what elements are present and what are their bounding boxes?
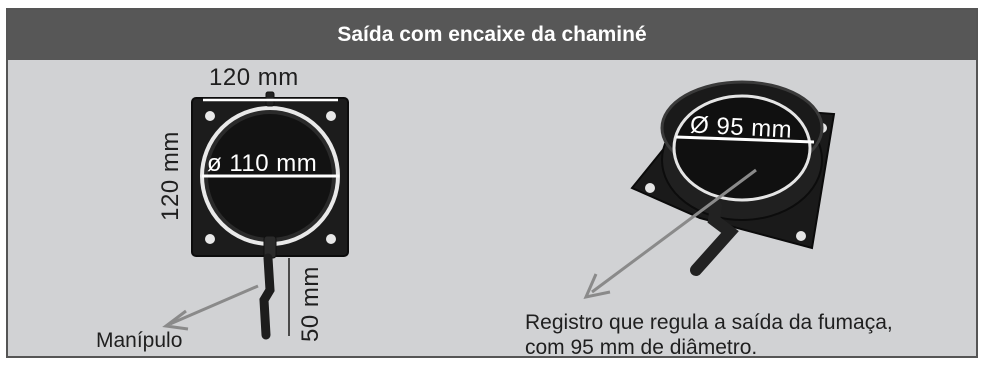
handle-length-label: 50 mm (297, 266, 324, 342)
top-rule (0, 0, 984, 8)
right-chimney-damper (583, 80, 836, 300)
damper-caption-line2: com 95 mm de diâmetro. (525, 336, 758, 359)
width-dimension-label: 120 mm (209, 64, 299, 91)
damper-diameter-label: Ø 95 mm (689, 111, 793, 144)
diameter-label: ø 110 mm (207, 150, 318, 177)
panel-title: Saída com encaixe da chaminé (8, 10, 976, 60)
damper-caption-line1: Registro que regula a saída da fumaça, (525, 311, 893, 334)
info-panel: Saída com encaixe da chaminé (6, 8, 978, 358)
height-dimension-label: 120 mm (157, 131, 184, 221)
handle-caption: Manípulo (96, 329, 183, 352)
left-chimney-outlet (162, 91, 349, 340)
